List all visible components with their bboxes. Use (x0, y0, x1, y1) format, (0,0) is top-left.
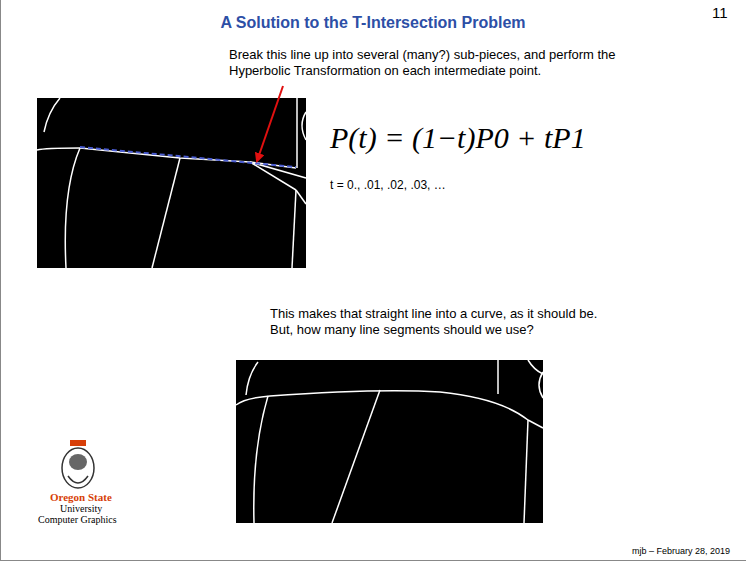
note-text: This makes that straight line into a cur… (270, 306, 620, 337)
instruction-text: Break this line up into several (many?) … (229, 47, 674, 78)
before-image (37, 98, 306, 268)
logo-name: Computer Graphics (38, 514, 117, 526)
slide-border (0, 560, 746, 561)
slide-number: 11 (712, 4, 728, 22)
slide-border (0, 0, 1, 561)
slide-title: A Solution to the T-Intersection Problem (0, 13, 746, 32)
footer-text: mjb – February 28, 2019 (632, 546, 730, 557)
logo-name: University (60, 503, 102, 515)
pointer-arrow (257, 86, 283, 161)
formula: P(t) = (1−t)P0 + tP1 (330, 120, 586, 156)
after-image (236, 360, 543, 523)
logo-name: Oregon State (50, 491, 112, 504)
university-logo (62, 440, 94, 488)
parameter-values: t = 0., .01, .02, .03, … (330, 178, 446, 192)
